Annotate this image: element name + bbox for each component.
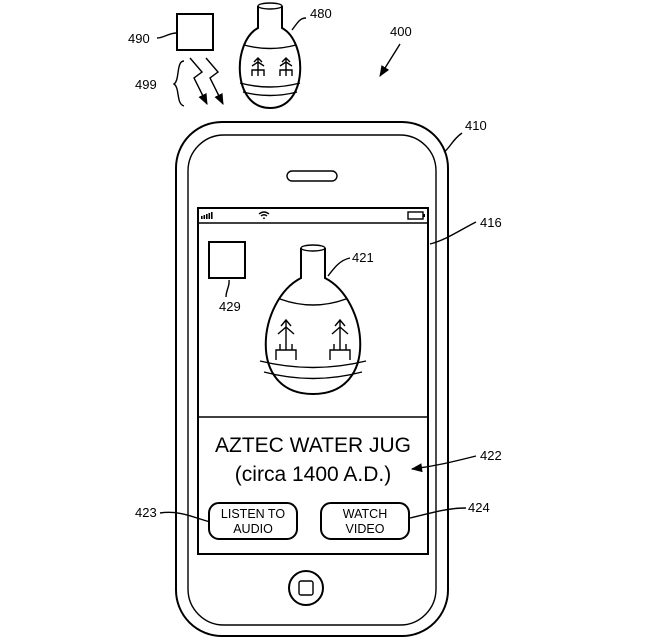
artifact-ref-label: 480 (310, 6, 332, 21)
listen-button-leader (159, 511, 211, 523)
title-line-1: AZTEC WATER JUG (215, 434, 411, 457)
artifact-image: 421 (259, 244, 374, 396)
device-ref-label: 410 (465, 118, 487, 133)
image-ref-label: 421 (352, 250, 374, 265)
watch-button-ref-label: 424 (468, 500, 490, 515)
jug-body (238, 6, 302, 110)
wifi-icon (258, 211, 270, 220)
jug-band-mid (239, 82, 301, 88)
image-glyph-left-icon (275, 318, 297, 360)
screen-leader (429, 221, 477, 245)
image-jug-band-top (279, 298, 347, 306)
jug-band-top (243, 44, 297, 50)
watch-button-leader (409, 507, 467, 519)
artifact-jug: 480 (238, 2, 332, 110)
watch-button-line-2: VIDEO (346, 522, 385, 536)
image-leader (327, 257, 351, 277)
figure-number-arrow (379, 43, 401, 77)
battery-icon (407, 211, 425, 220)
artifact-leader (291, 17, 307, 31)
beacon-ref-label: 490 (128, 31, 150, 46)
device-screen: 416 429 (197, 207, 502, 555)
listen-to-audio-button[interactable]: LISTEN TO AUDIO (208, 502, 298, 540)
signal-strength-icon (201, 212, 213, 219)
jug-glyph-left-icon (251, 57, 265, 76)
beacon: 490 (128, 13, 214, 51)
signal-ref-label: 499 (135, 77, 157, 92)
signal-waves: 499 (135, 57, 224, 107)
jug-glyph-right-icon (279, 57, 293, 76)
device-outer-shell (175, 121, 449, 637)
figure-number-label: 400 (390, 24, 412, 39)
screen-frame (197, 207, 429, 555)
mobile-device: 410 (175, 118, 487, 637)
artifact-icon: 429 (208, 241, 246, 314)
image-jug-band-mid (259, 360, 367, 369)
icon-ref-label: 429 (219, 299, 241, 314)
status-bar (201, 211, 425, 220)
title-arrow (410, 455, 477, 473)
device-leader (443, 132, 463, 153)
title-line-2: (circa 1400 A.D.) (235, 463, 391, 486)
beacon-box (176, 13, 214, 51)
artifact-title: AZTEC WATER JUG (circa 1400 A.D.) 422 (215, 434, 502, 486)
watch-button-line-1: WATCH (343, 507, 387, 521)
jug-band-low (242, 91, 298, 97)
listen-button-ref-label: 423 (135, 505, 157, 520)
image-glyph-right-icon (329, 318, 351, 360)
icon-box (208, 241, 246, 279)
figure-number: 400 (379, 24, 412, 77)
screen-ref-label: 416 (480, 215, 502, 230)
watch-button-reference: 424 (409, 500, 490, 519)
title-ref-label: 422 (480, 448, 502, 463)
image-jug-band-low (263, 371, 363, 380)
device-inner-bezel (187, 134, 437, 626)
listen-button-line-2: AUDIO (233, 522, 273, 536)
home-button-square-icon (298, 580, 314, 596)
listen-button-reference: 423 (135, 505, 211, 523)
earpiece-speaker (286, 170, 338, 182)
watch-video-button[interactable]: WATCH VIDEO (320, 502, 410, 540)
signal-wave-right (205, 57, 224, 106)
listen-button-line-1: LISTEN TO (221, 507, 285, 521)
jug-rim (257, 2, 283, 10)
image-jug-body (264, 248, 362, 396)
signal-bracket (172, 60, 185, 107)
image-jug-rim (300, 244, 326, 252)
icon-leader (225, 279, 230, 298)
home-button[interactable] (288, 570, 324, 606)
signal-wave-left (189, 57, 208, 106)
beacon-leader (156, 32, 178, 39)
